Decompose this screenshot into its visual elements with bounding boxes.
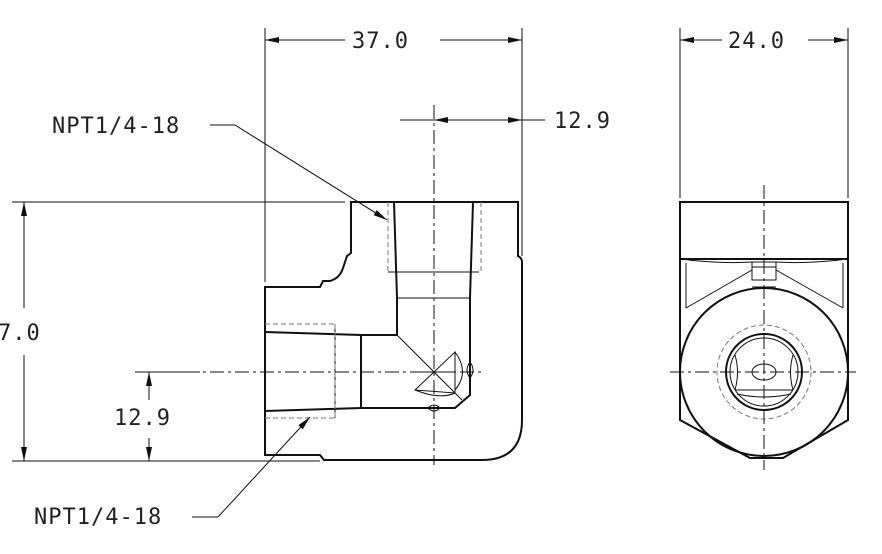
leader-top-thread [210, 124, 388, 221]
top-boss [679, 201, 849, 260]
top-port-bore [360, 201, 475, 409]
dimension-overall-height [12, 201, 345, 462]
dimension-side-port-offset [138, 371, 200, 461]
elbow-body-section [264, 201, 523, 461]
drill-point [410, 350, 463, 401]
side-section-view [12, 28, 545, 518]
dimension-label-overall-width: 37.0 [352, 29, 409, 54]
dimension-label-end-width: 24.0 [728, 29, 785, 54]
dimension-label-side-port-offset: 12.9 [114, 406, 171, 431]
dimension-label-overall-height: 7.0 [0, 321, 41, 346]
hex-outline [679, 259, 849, 459]
callout-side-thread: NPT1/4-18 [34, 505, 163, 530]
dimension-label-top-port-offset: 12.9 [554, 109, 611, 134]
end-view [670, 28, 856, 470]
leader-side-thread [192, 416, 311, 518]
dimension-overall-width [264, 28, 523, 282]
dimension-end-width [679, 28, 849, 198]
callout-top-thread: NPT1/4-18 [52, 114, 181, 139]
